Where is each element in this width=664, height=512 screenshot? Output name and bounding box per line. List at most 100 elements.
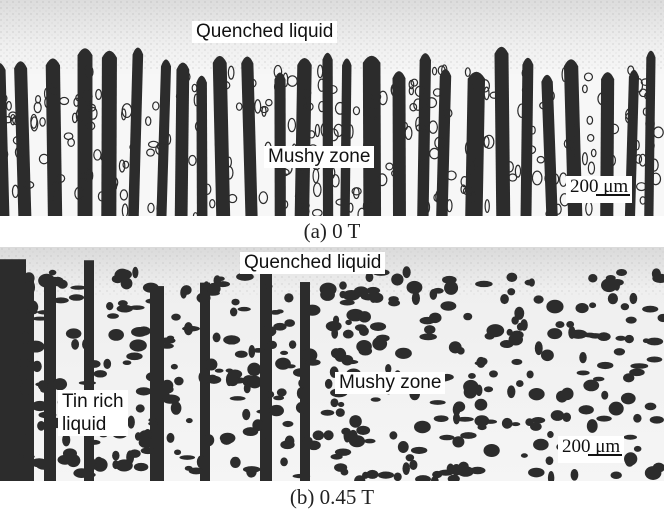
solid-fragment	[440, 301, 457, 311]
scale-bar-label: 200 μm	[570, 176, 629, 197]
solid-fragment	[452, 403, 461, 416]
cell-outline	[608, 123, 620, 135]
cell-outline	[627, 65, 635, 76]
cell-outline	[203, 183, 212, 195]
cell-outline	[483, 134, 495, 149]
cell-outline	[435, 190, 442, 204]
cell-outline	[258, 191, 269, 205]
solid-fragment	[642, 338, 650, 344]
solid-fragment	[116, 269, 132, 280]
solid-fragment	[156, 384, 174, 395]
solid-fragment	[610, 471, 622, 479]
solid-fragment	[273, 395, 285, 401]
solid-fragment	[588, 273, 598, 283]
solid-fragment	[391, 273, 404, 286]
cell-outline	[152, 101, 160, 111]
cell-outline	[318, 100, 326, 113]
cell-outline	[299, 205, 310, 216]
quenched-liquid-label: Quenched liquid	[192, 21, 338, 43]
cell-outline	[51, 181, 60, 194]
cell-outline	[118, 159, 126, 173]
cell-outline	[563, 138, 574, 150]
solid-fragment	[203, 281, 210, 292]
solid-fragment	[579, 351, 587, 364]
cell-outline	[303, 102, 314, 112]
cell-outline	[59, 96, 70, 106]
solid-fragment	[623, 373, 635, 383]
cell-outline	[11, 184, 19, 199]
cell-outline	[647, 141, 655, 151]
cell-outline	[121, 103, 133, 119]
solid-fragment	[52, 378, 68, 391]
solid-fragment	[185, 418, 193, 424]
solid-fragment	[52, 297, 69, 304]
cell-outline	[483, 86, 490, 101]
solid-fragment	[531, 417, 546, 424]
cell-outline	[638, 153, 647, 167]
cell-outline	[408, 86, 415, 96]
solid-fragment	[547, 328, 563, 340]
solid-fragment	[38, 273, 56, 288]
cell-outline	[287, 117, 297, 133]
dendrite-column	[101, 50, 117, 216]
solid-fragment	[414, 420, 431, 434]
cell-outline	[378, 90, 388, 106]
cell-outline	[606, 153, 617, 167]
solid-fragment	[463, 312, 473, 321]
cell-outline	[636, 182, 647, 192]
solid-fragment	[601, 390, 609, 400]
cell-outline	[38, 153, 50, 165]
cell-outline	[294, 192, 303, 201]
solid-fragment	[122, 360, 132, 366]
solid-fragment	[275, 357, 291, 370]
solid-fragment	[406, 280, 423, 294]
cell-outline	[328, 128, 339, 142]
cell-outline	[460, 184, 467, 195]
solid-fragment	[301, 348, 318, 363]
cell-outline	[176, 181, 187, 194]
solid-fragment	[366, 469, 379, 479]
solid-fragment	[20, 382, 31, 396]
cell-outline	[0, 137, 5, 145]
solid-fragment	[508, 333, 523, 346]
solid-fragment	[370, 397, 381, 402]
solid-fragment	[182, 325, 200, 332]
dendrite-column	[84, 260, 94, 481]
cell-outline	[161, 136, 168, 145]
solid-fragment	[530, 422, 542, 431]
cell-outline	[347, 202, 354, 213]
solid-fragment	[22, 454, 35, 459]
tin-rich-liquid-label: Tin rich liquid	[58, 390, 128, 436]
solid-fragment	[629, 292, 638, 305]
solid-fragment	[597, 361, 614, 370]
cell-outline	[472, 75, 478, 90]
solid-fragment	[486, 324, 505, 338]
cell-outline	[317, 78, 326, 92]
cell-outline	[108, 176, 119, 189]
cell-outline	[312, 182, 322, 198]
cell-outline	[73, 97, 80, 107]
solid-fragment	[188, 467, 204, 475]
cell-outline	[84, 168, 94, 184]
solid-fragment	[138, 437, 154, 449]
cell-outline	[147, 202, 155, 214]
solid-fragment	[128, 449, 141, 458]
solid-fragment	[133, 462, 149, 472]
solid-fragment	[159, 337, 176, 344]
cell-outline	[12, 115, 21, 126]
solid-fragment	[342, 329, 354, 339]
dendrite-column	[44, 276, 56, 481]
solid-fragment	[546, 299, 564, 314]
cell-outline	[647, 64, 653, 77]
solid-fragment	[366, 286, 381, 295]
cell-outline	[85, 121, 96, 131]
cell-outline	[385, 162, 394, 171]
cell-outline	[180, 149, 187, 162]
solid-fragment	[625, 316, 637, 324]
solid-fragment	[49, 475, 56, 481]
cell-outline	[119, 189, 129, 201]
cell-outline	[0, 208, 7, 216]
solid-fragment	[365, 272, 374, 283]
cell-outline	[645, 209, 653, 216]
solid-fragment	[444, 280, 459, 295]
